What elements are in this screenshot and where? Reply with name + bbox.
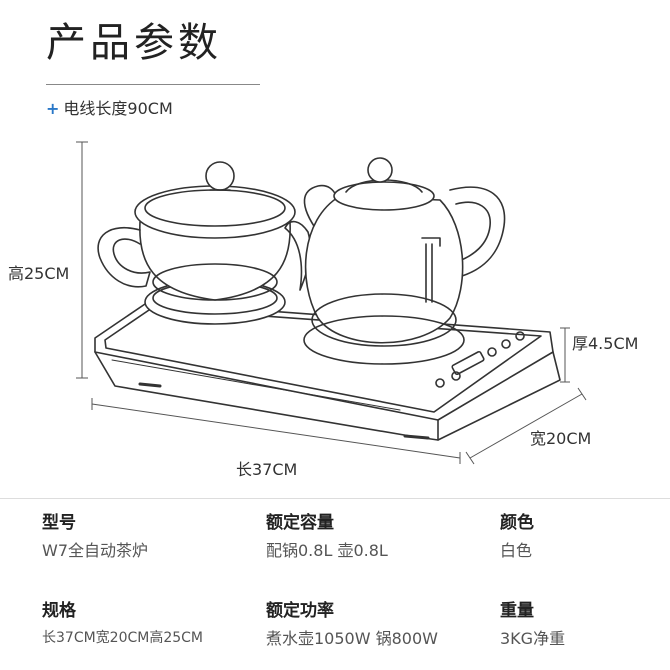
cord-length-text: 电线长度90CM bbox=[63, 99, 173, 118]
section-divider bbox=[0, 498, 670, 499]
control-button-2 bbox=[451, 371, 461, 381]
spec-value-power: 煮水壶1050W 锅800W bbox=[266, 629, 438, 648]
plus-icon: + bbox=[46, 99, 60, 118]
spec-label-model: 型号 bbox=[42, 513, 76, 533]
spec-value-capacity: 配锅0.8L 壶0.8L bbox=[266, 541, 388, 560]
left-pot-handle bbox=[97, 226, 151, 288]
control-button-3 bbox=[487, 347, 497, 357]
spec-label-capacity: 额定容量 bbox=[266, 513, 334, 533]
spec-value-color: 白色 bbox=[500, 541, 533, 560]
left-pot-knob bbox=[205, 161, 235, 191]
control-button-1 bbox=[435, 378, 445, 388]
length-dimension: 长37CM bbox=[236, 460, 298, 479]
kettle-body bbox=[304, 195, 464, 344]
spec-value-model: W7全自动茶炉 bbox=[42, 541, 149, 560]
kettle-water-tube bbox=[421, 237, 441, 303]
kettle-knob bbox=[367, 157, 393, 183]
cord-length: +电线长度90CM bbox=[46, 95, 173, 119]
thickness-dimension: 厚4.5CM bbox=[572, 334, 639, 353]
left-pot-water-line bbox=[152, 263, 278, 301]
spec-value-size: 长37CM宽20CM高25CM bbox=[42, 630, 204, 646]
spec-label-power: 额定功率 bbox=[266, 601, 334, 621]
left-pot-lid bbox=[134, 185, 296, 239]
spec-label-size: 规格 bbox=[42, 601, 76, 621]
control-button-4 bbox=[501, 339, 511, 349]
kettle-base-ring bbox=[303, 315, 465, 365]
base-foot-right bbox=[403, 434, 430, 440]
width-dimension: 宽20CM bbox=[530, 429, 592, 448]
height-dimension: 高25CM bbox=[8, 264, 70, 283]
display-window bbox=[451, 350, 485, 376]
kettle-lid bbox=[333, 181, 435, 211]
product-line-drawing bbox=[76, 141, 587, 465]
base-inner-edge bbox=[104, 307, 542, 413]
page-title: 产品参数 bbox=[46, 20, 222, 66]
title-underline bbox=[46, 84, 260, 85]
spec-label-color: 颜色 bbox=[500, 513, 534, 533]
kettle-spout bbox=[303, 184, 337, 233]
spec-value-weight: 3KG净重 bbox=[500, 629, 566, 648]
spec-label-weight: 重量 bbox=[500, 601, 534, 621]
base-foot-left bbox=[138, 382, 162, 388]
control-button-5 bbox=[515, 331, 525, 341]
